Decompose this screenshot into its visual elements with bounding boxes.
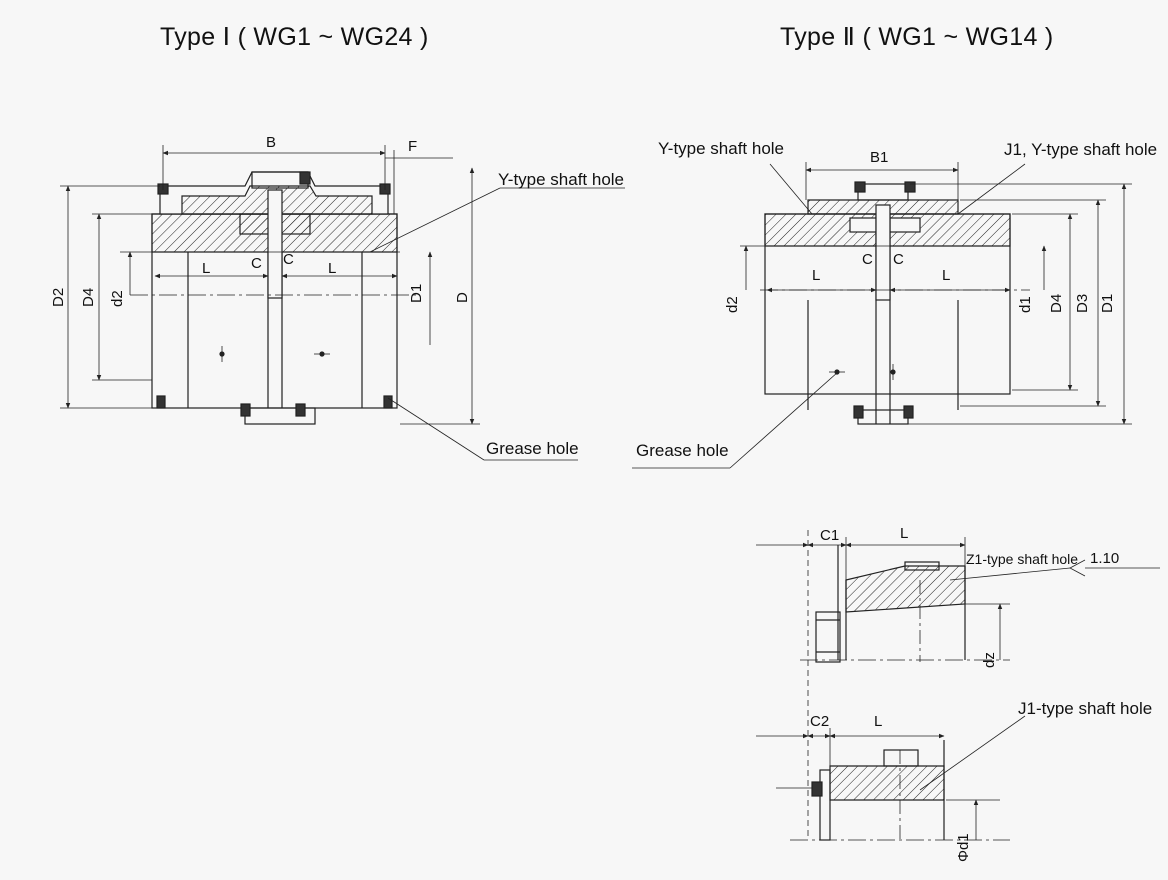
type2-callout-grease-hole: Grease hole bbox=[636, 441, 729, 460]
type2-dim-D3: D3 bbox=[1074, 294, 1091, 313]
detail-j1-callout: J1-type shaft hole bbox=[1018, 699, 1152, 718]
type1-dim-D2: D2 bbox=[50, 288, 67, 307]
type1-dim-B: B bbox=[266, 134, 276, 151]
type1-dim-C-right: C bbox=[283, 251, 294, 268]
detail-z1-dim-L: L bbox=[900, 525, 908, 542]
type1-title: Type Ⅰ ( WG1 ~ WG24 ) bbox=[160, 23, 429, 51]
detail-z1-dim-dz: dz bbox=[981, 652, 998, 668]
type2-dim-D1: D1 bbox=[1099, 294, 1116, 313]
detail-z1-drawing bbox=[800, 530, 1010, 840]
type2-dim-L-left: L bbox=[812, 267, 820, 284]
detail-z1-dim-C1: C1 bbox=[820, 527, 839, 544]
type2-dim-C-right: C bbox=[893, 251, 904, 268]
type1-drawing bbox=[120, 171, 420, 425]
type1-dim-F: F bbox=[408, 138, 417, 155]
type1-dim-C-left: C bbox=[251, 255, 262, 272]
type1-dim-L-right: L bbox=[328, 260, 336, 277]
detail-z1-callout: Z1-type shaft hole bbox=[966, 551, 1078, 567]
type2-dim-d1: d1 bbox=[1017, 296, 1034, 313]
detail-j1-drawing bbox=[790, 740, 1010, 842]
type2-callout-j1-y-shaft-hole: J1, Y-type shaft hole bbox=[1004, 140, 1157, 159]
type2-dim-L-right: L bbox=[942, 267, 950, 284]
type2-dim-d2: d2 bbox=[724, 296, 741, 313]
detail-j1-dim-phi-d1: Φd1 bbox=[955, 833, 972, 862]
type1-dim-D: D bbox=[454, 292, 471, 303]
type1-dim-L-left: L bbox=[202, 260, 210, 277]
type1-dim-D4: D4 bbox=[80, 288, 97, 307]
detail-j1-dim-C2: C2 bbox=[810, 713, 829, 730]
type2-callout-y-shaft-hole: Y-type shaft hole bbox=[658, 139, 784, 158]
type1-dim-d2: d2 bbox=[109, 290, 126, 307]
type1-dim-D1: D1 bbox=[408, 284, 425, 303]
type1-callout-y-shaft-hole: Y-type shaft hole bbox=[498, 170, 624, 189]
type2-dim-C-left: C bbox=[862, 251, 873, 268]
type2-title: Type Ⅱ ( WG1 ~ WG14 ) bbox=[780, 23, 1054, 51]
type2-drawing bbox=[740, 181, 1030, 425]
type2-dim-D4: D4 bbox=[1048, 294, 1065, 313]
detail-j1-dim-L: L bbox=[874, 713, 882, 730]
detail-z1-ratio: 1.10 bbox=[1090, 550, 1119, 567]
type2-dim-B1: B1 bbox=[870, 149, 888, 166]
type1-callout-grease-hole: Grease hole bbox=[486, 439, 579, 458]
